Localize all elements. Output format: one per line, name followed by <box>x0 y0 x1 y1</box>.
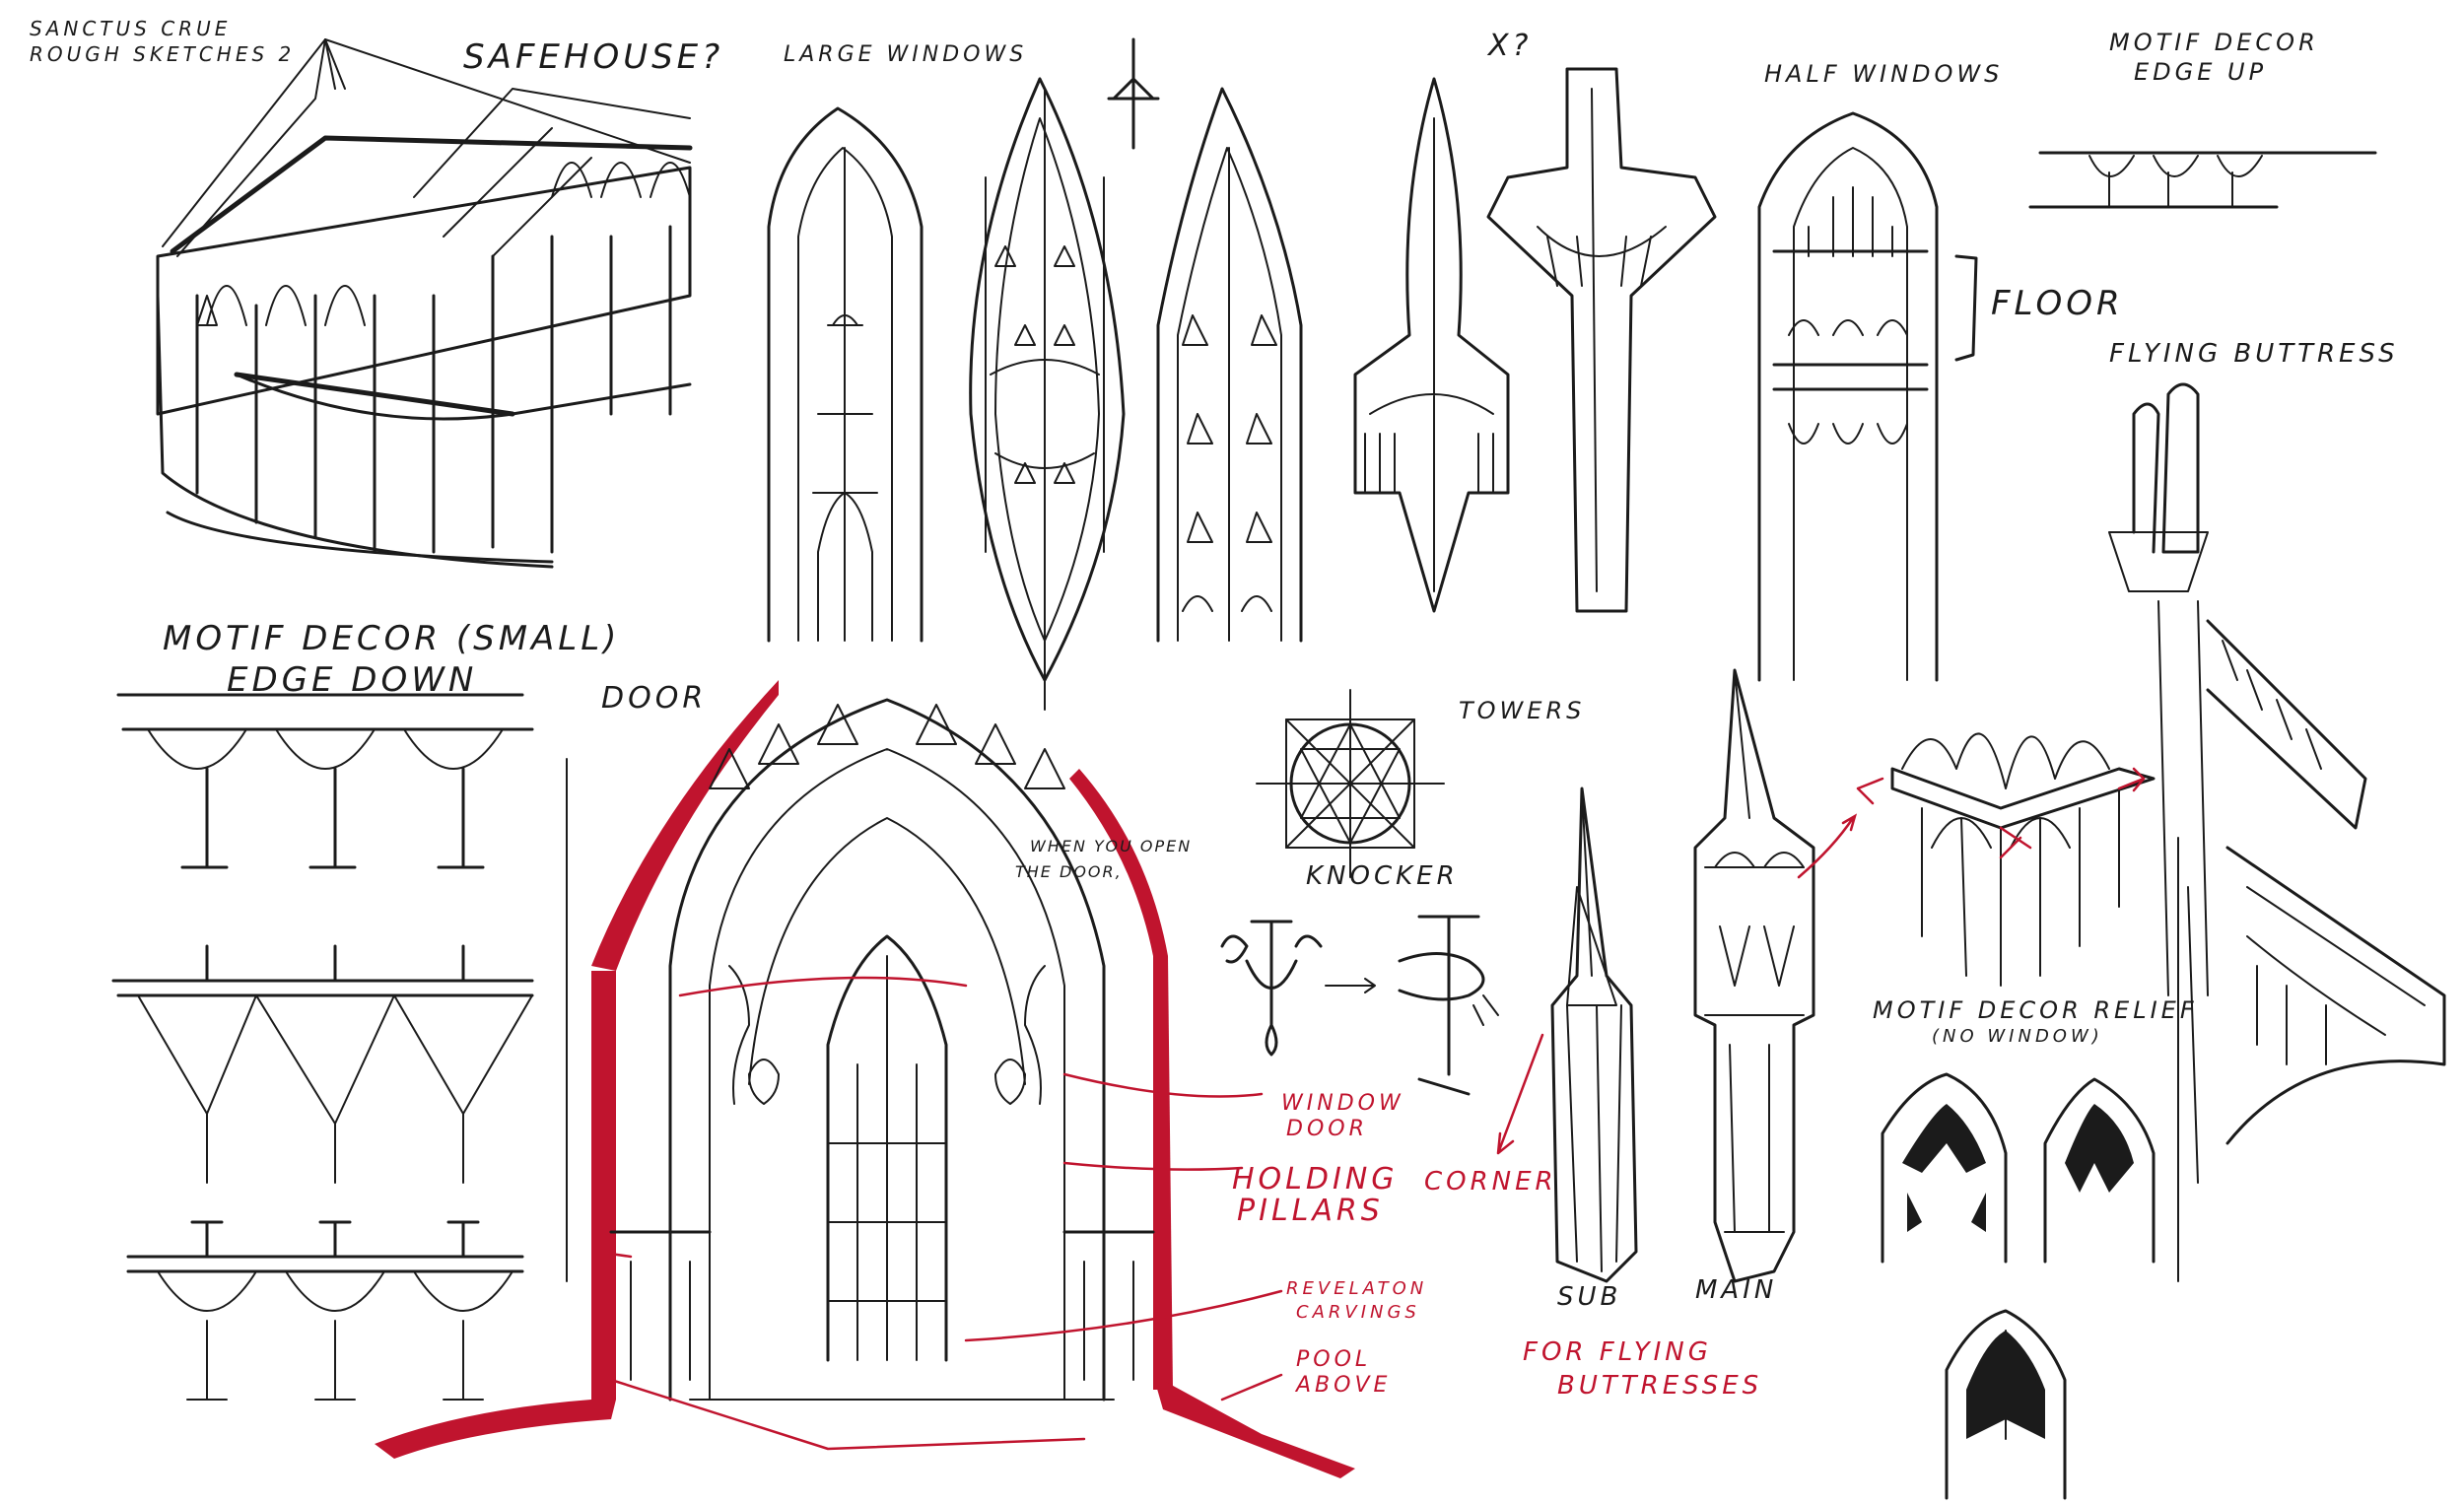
sheet-title-line-2: ROUGH SKETCHES 2 <box>30 42 296 66</box>
revelation-label-2: CARVINGS <box>1296 1302 1420 1323</box>
floor-label: FLOOR <box>1991 284 2124 323</box>
motif-edge-up-label-2: EDGE UP <box>2134 58 2268 86</box>
towers-top-view-sketch <box>1256 689 1445 878</box>
holding-pillars-label-1: HOLDING <box>1232 1162 1399 1197</box>
motif-relief-label-1: MOTIF DECOR RELIEF <box>1873 996 2198 1024</box>
knocker-sketch <box>1220 915 1499 1096</box>
motif-relief-label-2: (NO WINDOW) <box>1932 1026 2103 1047</box>
towers-sketch <box>1550 668 1815 1283</box>
safehouse-sketch <box>156 38 693 569</box>
flying-buttress-sketch <box>2108 382 2446 1282</box>
pool-label-1: POOL <box>1296 1347 1372 1372</box>
large-windows-sketch <box>767 37 1303 711</box>
motif-small-label-2: EDGE DOWN <box>227 660 478 700</box>
half-windows-label: HALF WINDOWS <box>1764 60 2004 88</box>
door-note-line-1: WHEN YOU OPEN <box>1030 837 1193 855</box>
door-sketch <box>375 680 1355 1478</box>
motif-relief-sketch <box>1881 1072 2156 1500</box>
sub-tower-label: SUB <box>1557 1282 1622 1312</box>
sheet-title-line-1: SANCTUS CRUE <box>30 17 232 40</box>
motif-small-sketch <box>111 693 568 1401</box>
half-windows-sketch <box>1757 111 1978 682</box>
corner-label: CORNER <box>1424 1167 1557 1197</box>
towers-label: TOWERS <box>1459 697 1586 724</box>
for-flying-label-2: BUTTRESSES <box>1557 1371 1763 1401</box>
door-label: DOOR <box>601 681 708 716</box>
cross-windows-sketch <box>1353 67 1717 613</box>
holding-pillars-label-2: PILLARS <box>1237 1194 1384 1228</box>
large-windows-label: LARGE WINDOWS <box>784 42 1028 67</box>
revelation-label-1: REVELATON <box>1286 1278 1428 1299</box>
knocker-label: KNOCKER <box>1306 861 1459 891</box>
motif-small-label-1: MOTIF DECOR (SMALL) <box>163 619 621 658</box>
main-tower-label: MAIN <box>1695 1275 1778 1305</box>
x-question-label: X? <box>1488 29 1533 63</box>
for-flying-label-1: FOR FLYING <box>1523 1337 1712 1367</box>
motif-edge-up-label-1: MOTIF DECOR <box>2109 29 2319 56</box>
window-door-label-2: DOOR <box>1286 1117 1368 1141</box>
motif-edge-up-sketch <box>2028 151 2377 209</box>
door-note-line-2: THE DOOR, <box>1015 862 1123 881</box>
flying-buttress-label: FLYING BUTTRESS <box>2109 339 2399 369</box>
buttress-arrow <box>1797 813 1858 879</box>
safehouse-label: SAFEHOUSE? <box>463 37 724 77</box>
corner-buttress-sketch <box>1856 732 2156 987</box>
window-door-label-1: WINDOW <box>1281 1091 1404 1116</box>
corner-arrow <box>1496 1033 1544 1155</box>
pool-label-2: ABOVE <box>1296 1373 1392 1398</box>
